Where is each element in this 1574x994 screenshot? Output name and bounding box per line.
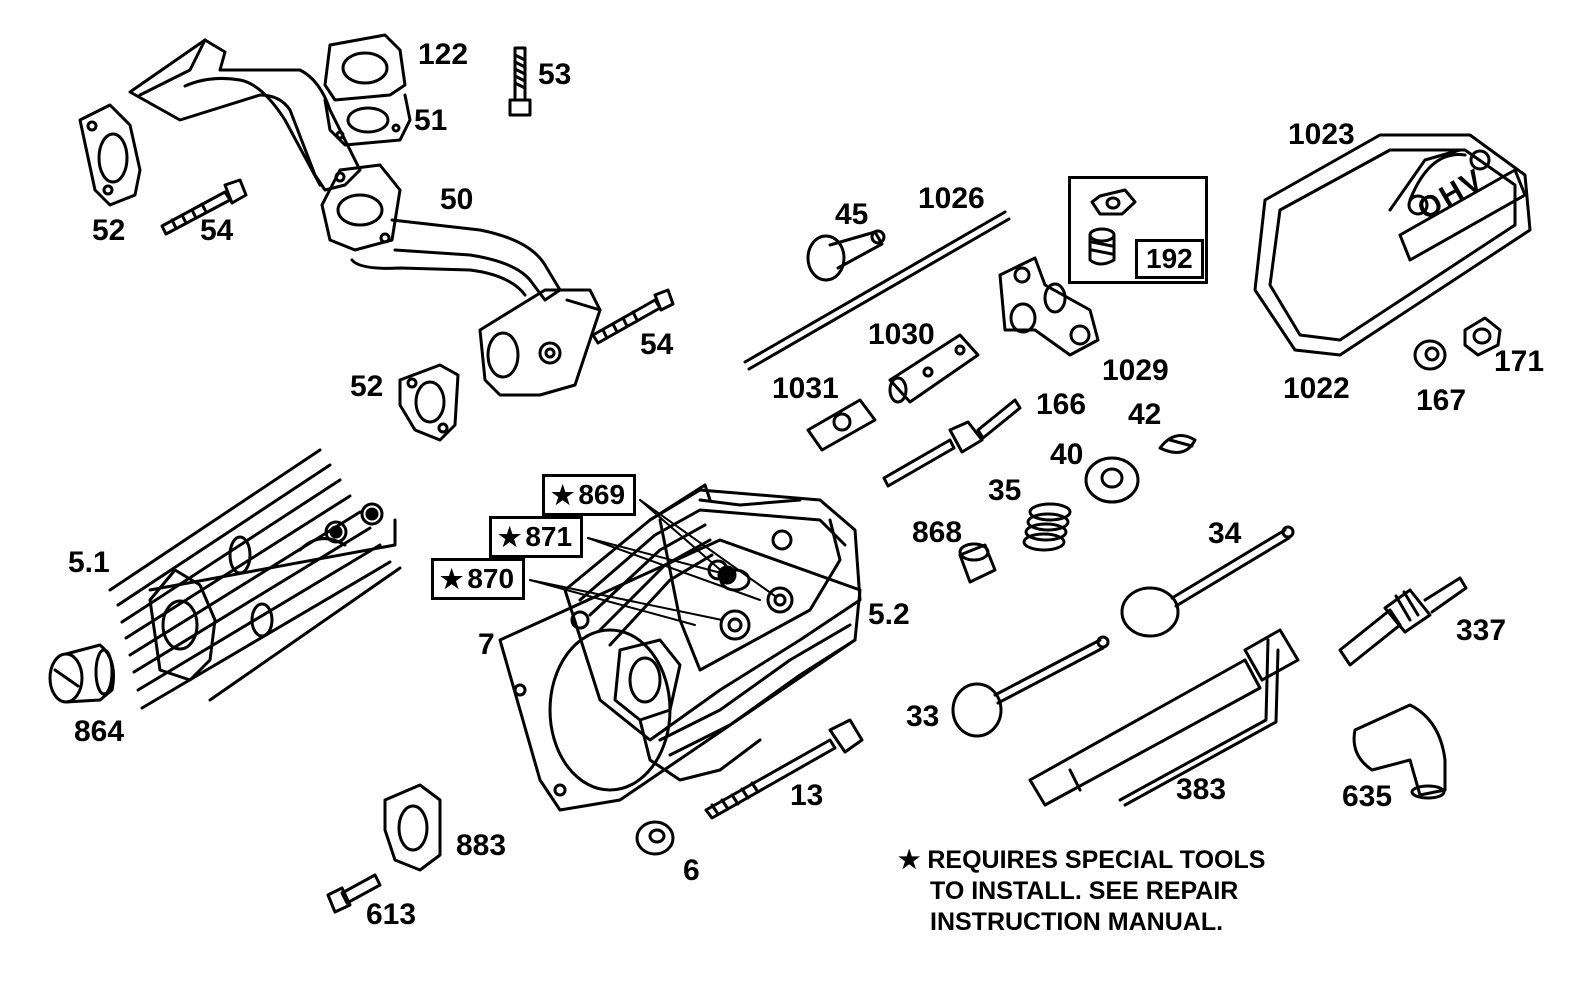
part-label-53: 53 [538, 58, 572, 91]
part-label-7: 7 [478, 628, 495, 661]
washer-6-shape [635, 820, 675, 856]
part-label-35: 35 [988, 474, 1022, 507]
spark-plug-boot-635-shape [1352, 703, 1447, 800]
valve-34-shape [1120, 525, 1295, 638]
part-label-1022: 1022 [1283, 372, 1350, 405]
part-label-51: 51 [414, 104, 448, 137]
keeper-42-shape [1158, 434, 1197, 454]
part-label-42: 42 [1128, 398, 1162, 431]
push-rod-1026-shape [743, 210, 1011, 371]
spring-35-shape [1022, 502, 1072, 552]
part-label-122: 122 [418, 38, 469, 71]
rocker-stud-45-shape [806, 229, 886, 282]
gasket-52-lower-shape [398, 363, 460, 442]
adapter-122-51-shape [323, 33, 412, 147]
part-label-883: 883 [456, 829, 507, 862]
part-label-868: 868 [912, 516, 963, 549]
part-label-1031: 1031 [772, 372, 839, 405]
part-label-34: 34 [1208, 517, 1242, 550]
part-label-1030: 1030 [868, 318, 935, 351]
manifold-tube-shape [128, 38, 602, 397]
part-label-13: 13 [790, 779, 824, 812]
note-line-3: INSTRUCTION MANUAL. [930, 908, 1224, 936]
nut-171-shape [1463, 316, 1502, 357]
kit-192-contents-shape [1088, 188, 1137, 266]
part-label-635: 635 [1342, 780, 1393, 813]
retainer-40-shape [1084, 456, 1140, 504]
part-label-167: 167 [1416, 384, 1467, 417]
bolt-53-shape [508, 46, 532, 117]
guide-1030-shape [888, 333, 980, 404]
washer-167-shape [1413, 339, 1447, 371]
head-bolt-13-shape [704, 718, 864, 820]
part-number-871: 871 [525, 521, 573, 552]
part-label-171: 171 [1494, 345, 1545, 378]
part-number-870: 870 [467, 563, 515, 594]
star-icon: ★ [551, 480, 575, 510]
part-number-869: 869 [578, 479, 626, 510]
part-label-54: 54 [200, 214, 234, 247]
bolt-613-shape [326, 873, 382, 914]
leader-lines [529, 499, 776, 626]
gasket-883-shape [383, 783, 442, 872]
part-label-1029: 1029 [1102, 354, 1169, 387]
part-label-337: 337 [1456, 614, 1507, 647]
part-label-5-2: 5.2 [868, 598, 910, 631]
part-label-383: 383 [1176, 773, 1227, 806]
part-label-40: 40 [1050, 438, 1084, 471]
rocker-arm-1029-shape [998, 256, 1100, 357]
bolt-54-upper-shape [160, 178, 248, 236]
part-label-52: 52 [350, 370, 384, 403]
special-tool-label-871: ★871 [489, 516, 584, 558]
part-label-33: 33 [906, 700, 940, 733]
note-line-2: TO INSTALL. SEE REPAIR [930, 877, 1239, 905]
special-tools-note: ★ REQUIRES SPECIAL TOOLS TO INSTALL. SEE… [898, 845, 1265, 938]
spark-plug-337-shape [1338, 576, 1468, 667]
part-label-5-1: 5.1 [68, 546, 110, 579]
part-label-613: 613 [366, 898, 417, 931]
part-label-192: 192 [1135, 239, 1204, 279]
part-label-45: 45 [835, 198, 869, 231]
adjuster-166-shape [882, 398, 1022, 488]
valve-cover-1023-shape [1253, 133, 1532, 357]
bolt-54-lower-shape [591, 288, 675, 345]
rocker-1031-shape [806, 398, 877, 452]
note-text-1: REQUIRES SPECIAL TOOLS [927, 846, 1266, 874]
seal-864-shape [48, 643, 115, 704]
star-icon: ★ [898, 846, 921, 874]
tool-383-shape [1028, 628, 1300, 807]
part-label-52: 52 [92, 214, 126, 247]
part-label-50: 50 [440, 183, 474, 216]
part-label-166: 166 [1036, 388, 1087, 421]
cylinder-head-5-2-shape [498, 483, 862, 812]
gasket-52-upper-shape [78, 103, 142, 207]
kit-192-box: 192 [1068, 176, 1208, 284]
part-label-1023: 1023 [1288, 118, 1355, 151]
part-label-1026: 1026 [918, 182, 985, 215]
air-baffle-5-1-shape [108, 448, 402, 710]
seal-868-shape [958, 542, 997, 584]
star-icon: ★ [498, 522, 522, 552]
star-icon: ★ [440, 564, 464, 594]
valve-33-shape [951, 635, 1110, 738]
note-line-1: ★ REQUIRES SPECIAL TOOLS [898, 845, 1265, 876]
part-label-864: 864 [74, 715, 125, 748]
special-tool-label-869: ★869 [542, 474, 637, 516]
special-tool-label-870: ★870 [431, 558, 526, 600]
part-label-6: 6 [683, 854, 700, 887]
part-label-54: 54 [640, 328, 674, 361]
